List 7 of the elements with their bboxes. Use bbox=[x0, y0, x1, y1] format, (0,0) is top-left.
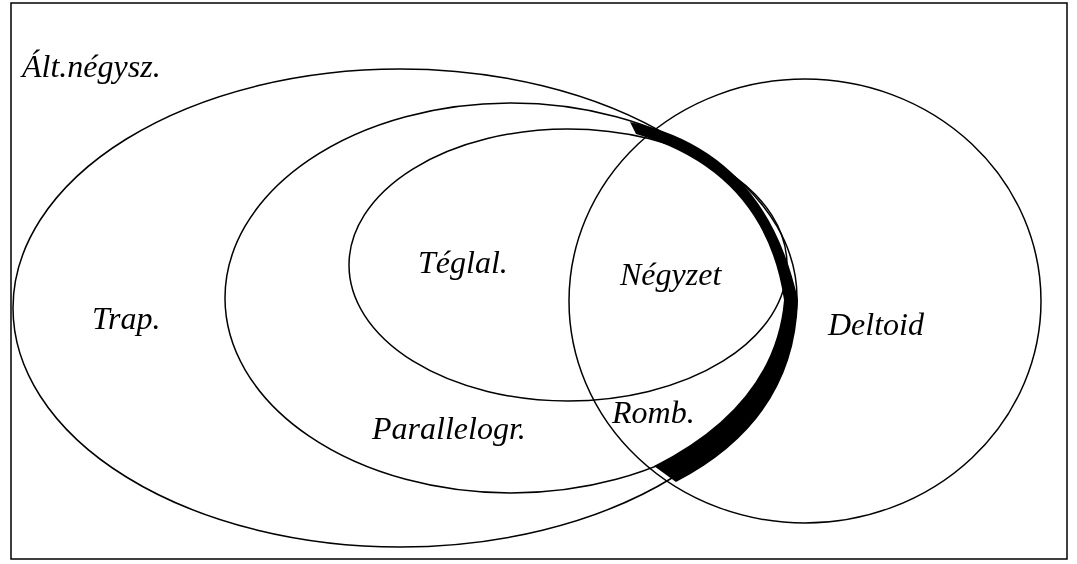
set-label: Téglal. bbox=[418, 246, 508, 278]
rhombus-label: Romb. bbox=[612, 396, 695, 428]
set-label: Parallelogr. bbox=[372, 412, 526, 444]
square-label: Négyzet bbox=[620, 258, 722, 290]
set-label: Ált.négysz. bbox=[22, 50, 161, 82]
set-label: Trap. bbox=[92, 302, 161, 334]
set-label: Deltoid bbox=[828, 308, 924, 340]
